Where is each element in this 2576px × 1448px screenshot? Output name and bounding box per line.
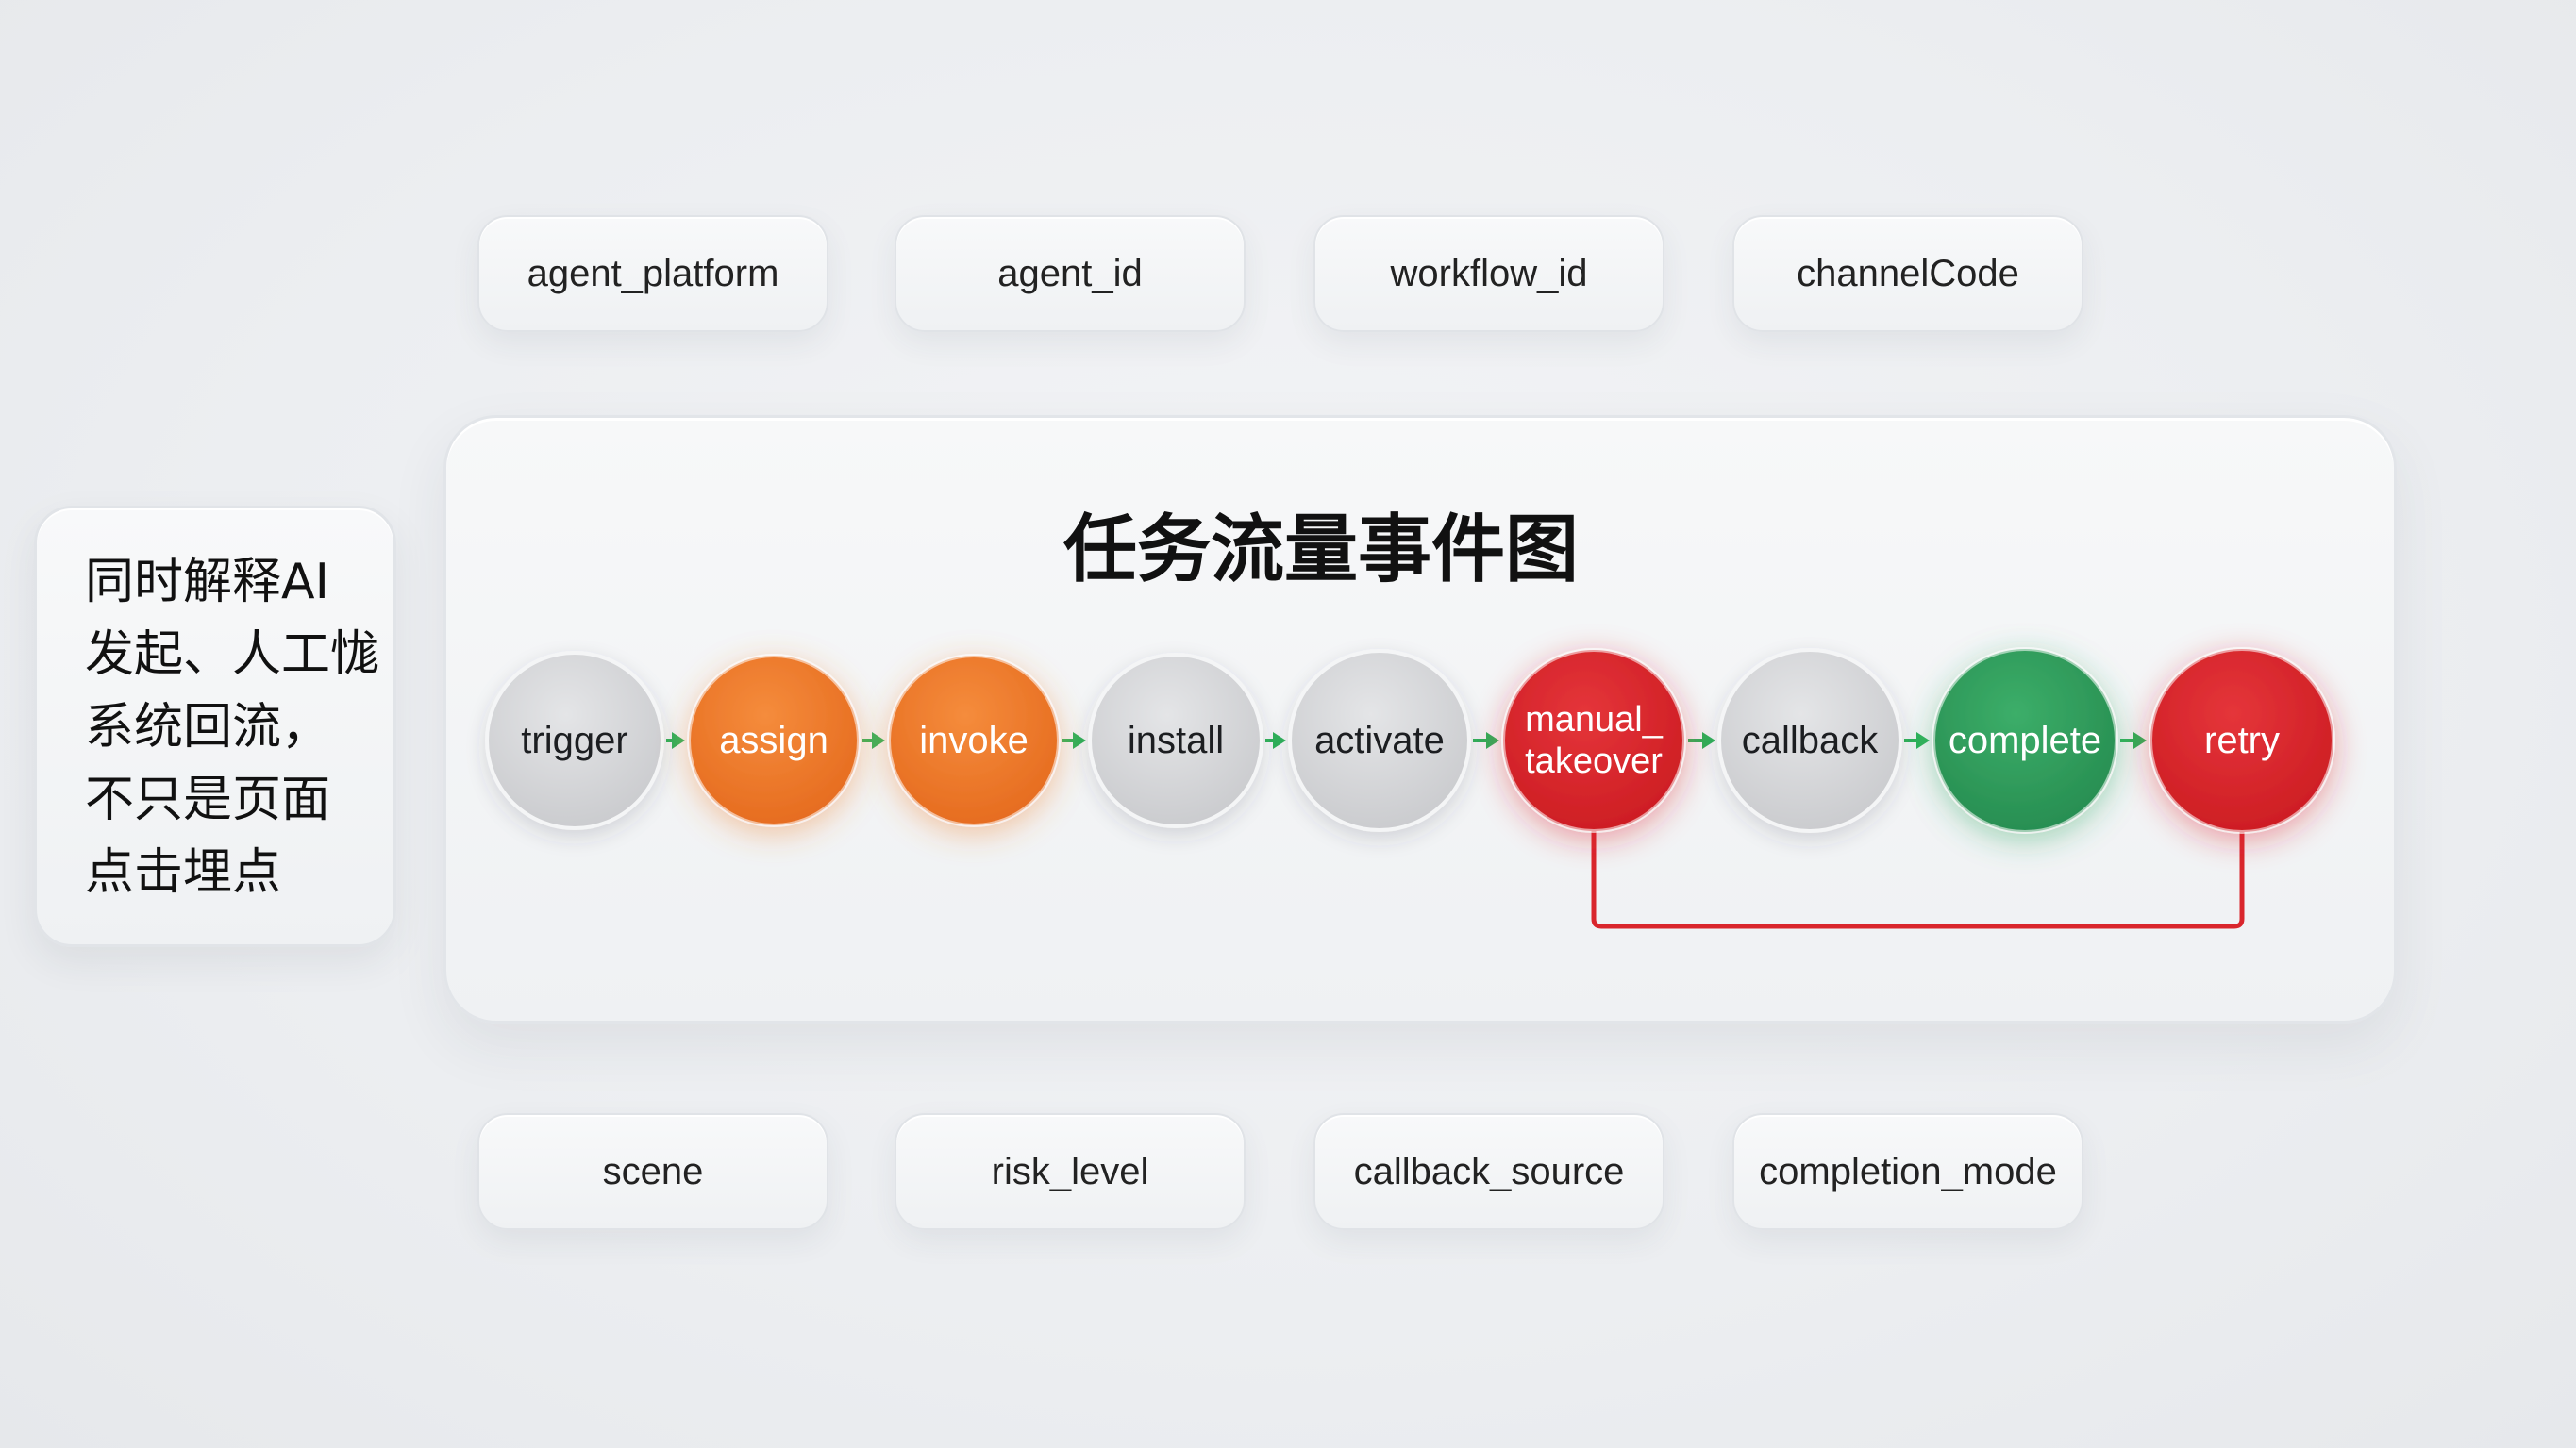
field-risk-level: risk_level xyxy=(895,1113,1246,1230)
side-note-line: 同时解释AI xyxy=(85,554,329,610)
event-node-activate: activate xyxy=(1288,649,1471,832)
node-label: takeover xyxy=(1525,741,1663,781)
field-label: risk_level xyxy=(991,1150,1149,1192)
event-node-complete: complete xyxy=(1932,647,2118,834)
field-label: workflow_id xyxy=(1390,252,1588,294)
side-note-line: 点击埋点 xyxy=(85,844,282,901)
event-node-invoke: invoke xyxy=(887,654,1061,827)
event-node-trigger: trigger xyxy=(485,651,664,830)
diagram-title: 任务流量事件图 xyxy=(1062,508,1579,592)
node-circle xyxy=(887,654,1061,827)
node-label: assign xyxy=(719,720,828,761)
loop-connector-retry-to-manual-takeover xyxy=(1591,825,2245,929)
arrow-head xyxy=(2133,732,2147,749)
field-label: agent_platform xyxy=(527,252,779,294)
field-channel-code: channelCode xyxy=(1732,215,2083,332)
field-workflow-id: workflow_id xyxy=(1313,215,1664,332)
node-label: trigger xyxy=(521,720,627,761)
node-circle xyxy=(687,654,861,827)
node-circle xyxy=(1288,649,1471,832)
flow-arrow-manual_takeover-to-callback xyxy=(1688,732,1715,749)
field-agent-id: agent_id xyxy=(895,215,1246,332)
flow-arrow-complete-to-retry xyxy=(2120,732,2147,749)
flow-arrow-install-to-activate xyxy=(1265,732,1286,749)
field-completion-mode: completion_mode xyxy=(1732,1113,2083,1230)
side-note-card: 同时解释AI 发起、人工㤶 系统回流， 不只是页面 点击埋点 xyxy=(34,506,396,947)
arrow-head xyxy=(1486,732,1499,749)
event-node-callback: callback xyxy=(1717,648,1902,833)
node-label: manual_ xyxy=(1525,700,1664,740)
field-label: callback_source xyxy=(1353,1150,1625,1192)
flow-arrow-activate-to-manual_takeover xyxy=(1473,732,1499,749)
node-circle xyxy=(2149,647,2335,834)
arrow-head xyxy=(672,732,685,749)
field-callback-source: callback_source xyxy=(1313,1113,1664,1230)
field-label: channelCode xyxy=(1797,252,2019,294)
field-scene: scene xyxy=(477,1113,828,1230)
node-label: retry xyxy=(2204,720,2280,761)
flow-arrow-invoke-to-install xyxy=(1062,732,1086,749)
flow-arrow-assign-to-invoke xyxy=(862,732,885,749)
node-label: invoke xyxy=(919,720,1029,761)
event-node-assign: assign xyxy=(687,654,861,827)
node-circle xyxy=(485,651,664,830)
side-note-line: 不只是页面 xyxy=(85,772,331,828)
node-label: activate xyxy=(1314,720,1445,761)
node-circle xyxy=(1088,653,1263,828)
field-label: completion_mode xyxy=(1759,1150,2057,1192)
arrow-head xyxy=(872,732,885,749)
event-node-manual-takeover: manual_takeover xyxy=(1501,648,1686,833)
flow-arrow-callback-to-complete xyxy=(1904,732,1930,749)
field-label: agent_id xyxy=(997,252,1143,294)
arrow-head xyxy=(1702,732,1715,749)
arrow-head xyxy=(1273,732,1286,749)
side-note-line: 系统回流， xyxy=(85,699,331,756)
field-label: scene xyxy=(602,1150,704,1192)
node-label: install xyxy=(1128,720,1224,761)
node-circle xyxy=(1932,647,2118,834)
node-circle xyxy=(1717,648,1902,833)
node-circle xyxy=(1501,648,1686,833)
node-label: callback xyxy=(1742,720,1880,761)
field-agent-platform: agent_platform xyxy=(477,215,828,332)
arrow-head xyxy=(1073,732,1086,749)
event-node-install: install xyxy=(1088,653,1263,828)
flow-arrow-trigger-to-assign xyxy=(666,732,685,749)
event-node-retry: retry xyxy=(2149,647,2335,834)
arrow-head xyxy=(1916,732,1930,749)
node-label: complete xyxy=(1949,720,2101,761)
side-note-line: 发起、人工㤶 xyxy=(85,626,380,683)
